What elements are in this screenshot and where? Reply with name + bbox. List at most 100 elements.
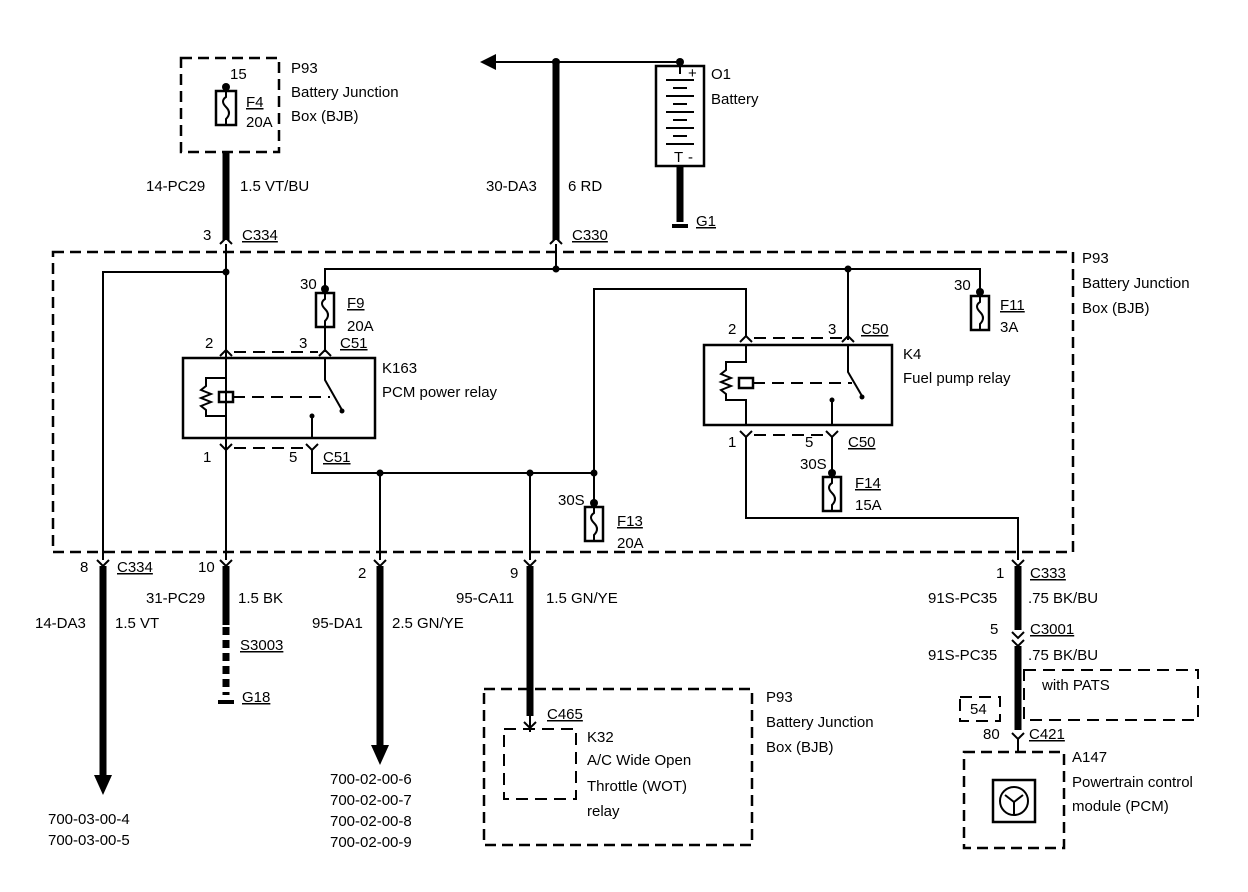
with-pats-box [1023,669,1199,721]
f9-pin: 30 [300,276,317,293]
f11-label: F11 [1000,297,1025,314]
k4-pin2: 2 [728,321,736,338]
k32-line1: A/C Wide Open [587,752,691,769]
bottom-pin1: 1 [996,565,1004,582]
battery-name: Battery [711,91,759,108]
f4-pin-label: 15 [230,66,247,83]
pc35-spec1: .75 BK/BU [1028,590,1098,607]
k4-ref: K4 [903,346,921,363]
k4-relay-box [702,343,894,427]
pc29-code: 31-PC29 [146,590,205,607]
main-bjb-line1: Battery Junction [1082,275,1190,292]
c334-top-label: C334 [242,227,278,244]
svg-text:-: - [688,149,693,166]
f4-rating: 20A [246,114,273,131]
k32-ref: K32 [587,729,614,746]
wire-da3-spec: 6 RD [568,178,602,195]
pc35-code1: 91S-PC35 [928,590,997,607]
k4-pin1: 1 [728,434,736,451]
da1-code: 95-DA1 [312,615,363,632]
bjb-top-line2: Box (BJB) [291,108,359,125]
pcm-line1: Powertrain control [1072,774,1193,791]
k163-pin1: 1 [203,449,211,466]
k163-relay-box [181,356,377,440]
f9-rating: 20A [347,318,374,335]
pcm-box [962,750,1066,850]
bjb3-line1: Battery Junction [766,714,874,731]
wire-pc29-spec: 1.5 VT/BU [240,178,309,195]
ref-left-2: 700-03-00-5 [48,832,130,849]
splice-s3003: S3003 [240,637,283,654]
k4-name: Fuel pump relay [903,370,1011,387]
f11-rating: 3A [1000,319,1018,336]
f9-label: F9 [347,295,365,312]
ref-mid-4: 700-02-00-9 [330,834,412,851]
bottom-pin2: 2 [358,565,366,582]
ref-mid-2: 700-02-00-7 [330,792,412,809]
da1-spec: 2.5 GN/YE [392,615,464,632]
f4-label: F4 [246,94,264,111]
c51-bot-label: C51 [323,449,351,466]
k163-name: PCM power relay [382,384,498,401]
ca11-spec: 1.5 GN/YE [546,590,618,607]
ref-mid-1: 700-02-00-6 [330,771,412,788]
bottom-pin9: 9 [510,565,518,582]
pc35-spec2: .75 BK/BU [1028,647,1098,664]
pin54-label: 54 [970,701,987,718]
f13-rating: 20A [617,535,644,552]
bottom-c333: C333 [1030,565,1066,582]
c51-top-label: C51 [340,335,368,352]
bottom-c334: C334 [117,559,153,576]
bjb3-ref: P93 [766,689,793,706]
bjb3-line2: Box (BJB) [766,739,834,756]
bjb-f4-box [179,56,281,154]
battery-ref: O1 [711,66,731,83]
bjb-top-ref: P93 [291,60,318,77]
c330-label: C330 [572,227,608,244]
k4-pin3: 3 [828,321,836,338]
ref-left-1: 700-03-00-4 [48,811,130,828]
k32-relay [503,728,577,800]
k32-line3: relay [587,803,620,820]
da3-code: 14-DA3 [35,615,86,632]
c3001-label: C3001 [1030,621,1074,638]
pin80-label: 80 [983,726,1000,743]
f14-pin: 30S [800,456,827,473]
pin5-label: 5 [990,621,998,638]
f14-rating: 15A [855,497,882,514]
k163-pin5: 5 [289,449,297,466]
bottom-pin10: 10 [198,559,215,576]
da3-spec: 1.5 VT [115,615,159,632]
k163-ref: K163 [382,360,417,377]
k163-pin2: 2 [205,335,213,352]
wire-pc29-code: 14-PC29 [146,178,205,195]
svg-text:T: T [674,149,683,166]
f11-pin: 30 [954,277,971,294]
c334-top-pin: 3 [203,227,211,244]
ca11-code: 95-CA11 [456,590,514,607]
c465-label: C465 [547,706,583,723]
k4-pin5: 5 [805,434,813,451]
f13-label: F13 [617,513,643,530]
main-bjb-box [51,250,1075,554]
pcm-line2: module (PCM) [1072,798,1169,815]
bjb-k32-box [482,687,754,847]
pc35-code2: 91S-PC35 [928,647,997,664]
k163-pin3: 3 [299,335,307,352]
f13-pin: 30S [558,492,585,509]
c50-bot-label: C50 [848,434,876,451]
pcm-ref: A147 [1072,749,1107,766]
f14-label: F14 [855,475,881,492]
c421-label: C421 [1029,726,1065,743]
bjb-top-line1: Battery Junction [291,84,399,101]
ref-mid-3: 700-02-00-8 [330,813,412,830]
pc29-spec: 1.5 BK [238,590,283,607]
svg-text:+: + [688,65,697,82]
k32-line2: Throttle (WOT) [587,778,687,795]
main-bjb-ref: P93 [1082,250,1109,267]
pcm-icon [991,778,1037,824]
bottom-pin8: 8 [80,559,88,576]
main-bjb-line2: Box (BJB) [1082,300,1150,317]
ground-g1: G1 [696,213,716,230]
